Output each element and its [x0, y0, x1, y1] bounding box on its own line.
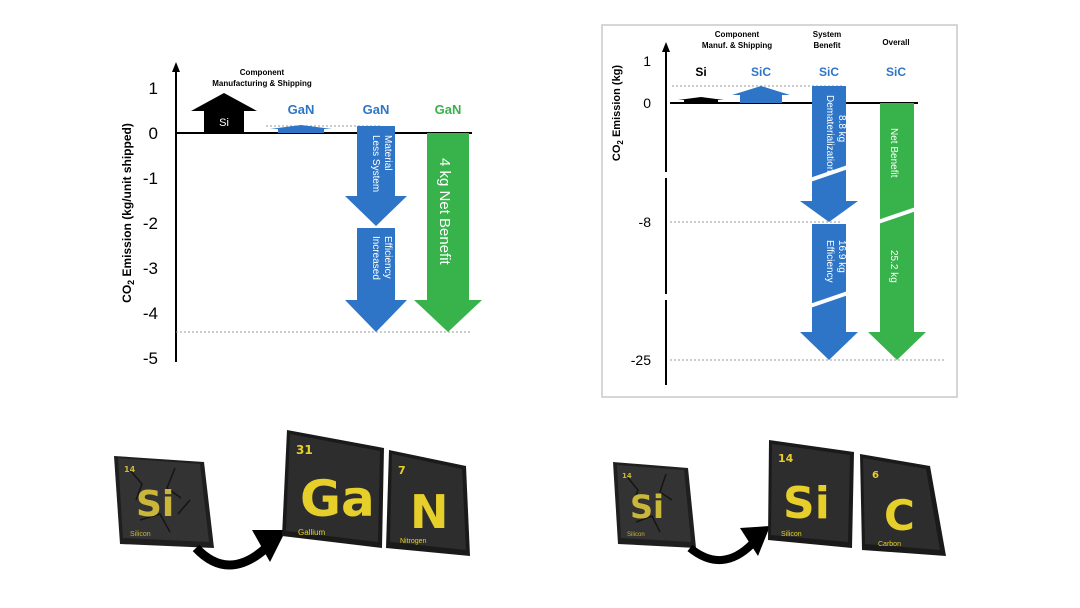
- increased-efficiency-label-line2: Efficiency: [382, 236, 393, 279]
- sic-source-si-number: 14: [622, 472, 632, 480]
- sic-header-1-line2: Manuf. & Shipping: [702, 41, 772, 50]
- gan-source-si-symbol: Si: [136, 484, 174, 525]
- sic-si-manufacturing-arrow: [678, 97, 724, 103]
- gan-tile-n-symbol: N: [410, 485, 449, 539]
- dematerialization-label-line1: Dematerialization: [824, 95, 835, 172]
- efficiency-label-line1: Efficiency: [824, 240, 835, 283]
- gan-tile-n-number: 7: [398, 464, 406, 477]
- sic-tile-si-symbol: Si: [783, 478, 830, 529]
- dematerialization-label-line2: 8.8 kg: [836, 115, 847, 142]
- dematerialization-break: [809, 165, 849, 182]
- gan-si-arrow-label: Si: [219, 117, 229, 129]
- sic-y-axis-arrowhead: [662, 42, 670, 52]
- sic-net-benefit-label-2: 25.2 kg: [888, 250, 899, 283]
- sic-tile-si-number: 14: [778, 452, 794, 465]
- sic-source-tile-si: 14 Si Silicon: [613, 462, 696, 548]
- gan-source-si-number: 14: [124, 465, 136, 474]
- sic-tile-si-name: Silicon: [781, 531, 802, 538]
- sic-net-benefit-label-1: Net Benefit: [888, 128, 899, 178]
- sic-ytick-1: 1: [643, 53, 651, 69]
- sic-tile-si: 14 Si Silicon: [768, 440, 854, 548]
- gan-ytick-labels: 1 0 -1 -2 -3 -4 -5: [143, 79, 158, 368]
- gan-tile-ga-name: Gallium: [298, 528, 325, 537]
- gan-tile-ga-symbol: Ga: [300, 470, 375, 528]
- gan-ytick-m4: -4: [143, 304, 158, 323]
- less-system-material-label-line2: Material: [382, 135, 393, 171]
- gan-source-tile-si: 14 Si Silicon: [114, 456, 214, 548]
- sic-ytick-m8: -8: [639, 214, 652, 230]
- sic-header-1-line1: Component: [715, 30, 760, 39]
- efficiency-label: Efficiency16.9 kg: [824, 240, 847, 283]
- gan-header-line1: Component: [240, 68, 285, 77]
- gan-col-label-1: GaN: [288, 102, 315, 117]
- sic-source-si-symbol: Si: [630, 488, 664, 526]
- sic-net-benefit-arrow: [868, 103, 926, 360]
- gan-transition-arrowhead: [252, 530, 286, 562]
- gan-net-benefit-label: 4 kg Net Benefit: [436, 158, 453, 266]
- sic-tiles: 14 Si Silicon 14 Si Silicon 6 C Carbon: [613, 440, 946, 565]
- gan-y-axis-arrowhead: [172, 62, 180, 72]
- sic-col-label-sic-2: SiC: [819, 65, 839, 79]
- sic-tile-c-number: 6: [872, 470, 879, 481]
- efficiency-arrow: [800, 224, 858, 360]
- gan-header-line2: Manufacturing & Shipping: [212, 79, 312, 88]
- increased-efficiency-label-line1: Increased: [370, 236, 381, 280]
- sic-ytick-0: 0: [643, 95, 651, 111]
- less-system-material-label: Less SystemMaterial: [370, 135, 393, 192]
- gan-si-arrow: [191, 93, 257, 133]
- gan-manufacturing-arrow: [270, 125, 332, 133]
- dematerialization-arrow: [800, 86, 858, 222]
- sic-chart: 1 0 -8 -25 CO2 Emission (kg) Component M…: [601, 24, 958, 398]
- sic-transition-arrow: [687, 541, 755, 565]
- sic-manufacturing-arrow: [732, 86, 790, 103]
- sic-transition-arrowhead: [740, 526, 770, 556]
- gan-chart: 1 0 -1 -2 -3 -4 -5 CO2 Emission (kg/unit…: [120, 62, 482, 368]
- sic-header-2-line2: Benefit: [813, 41, 840, 50]
- gan-ytick-0: 0: [149, 124, 158, 143]
- gan-tile-ga-number: 31: [296, 443, 313, 457]
- sic-tile-c-name: Carbon: [878, 541, 901, 548]
- sic-header-2-line1: System: [813, 30, 841, 39]
- sic-col-label-sic-3: SiC: [886, 65, 906, 79]
- gan-col-label-3: GaN: [435, 102, 462, 117]
- gan-tile-ga: 31 Ga Gallium: [282, 430, 384, 548]
- gan-ytick-m5: -5: [143, 349, 158, 368]
- gan-transition-arrow: [192, 544, 269, 570]
- sic-tile-c: 6 C Carbon: [860, 454, 946, 556]
- sic-ytick-labels: 1 0 -8 -25: [631, 53, 651, 368]
- sic-net-benefit-break: [877, 207, 917, 224]
- gan-tile-n-name: Nitrogen: [400, 538, 427, 545]
- gan-ytick-m3: -3: [143, 259, 158, 278]
- increased-efficiency-label: IncreasedEfficiency: [370, 236, 393, 280]
- efficiency-label-line2: 16.9 kg: [836, 240, 847, 273]
- gan-ytick-m2: -2: [143, 214, 158, 233]
- sic-ytick-m25: -25: [631, 352, 651, 368]
- gan-tile-n: 7 N Nitrogen: [386, 450, 470, 556]
- gan-y-axis-label: CO2 Emission (kg/unit shipped): [120, 123, 136, 303]
- sic-y-axis-label: CO2 Emission (kg): [611, 65, 625, 161]
- gan-tiles: 14 Si Silicon 31 Ga Gallium 7 N Nitrogen: [114, 430, 470, 570]
- efficiency-break: [809, 291, 849, 308]
- less-system-material-arrow: [345, 126, 407, 226]
- sic-source-si-name: Silicon: [627, 532, 645, 538]
- gan-ytick-m1: -1: [143, 169, 158, 188]
- dematerialization-label: Dematerialization8.8 kg: [824, 95, 847, 172]
- sic-col-label-sic-1: SiC: [751, 65, 771, 79]
- gan-source-si-name: Silicon: [130, 531, 151, 538]
- sic-header-3: Overall: [882, 38, 909, 47]
- gan-col-label-2: GaN: [363, 102, 390, 117]
- gan-ytick-1: 1: [149, 79, 158, 98]
- less-system-material-label-line1: Less System: [370, 135, 381, 192]
- gan-net-benefit-arrow: [414, 133, 482, 332]
- increased-efficiency-arrow: [345, 228, 407, 332]
- sic-col-label-si: Si: [695, 65, 706, 79]
- sic-tile-c-symbol: C: [884, 491, 915, 540]
